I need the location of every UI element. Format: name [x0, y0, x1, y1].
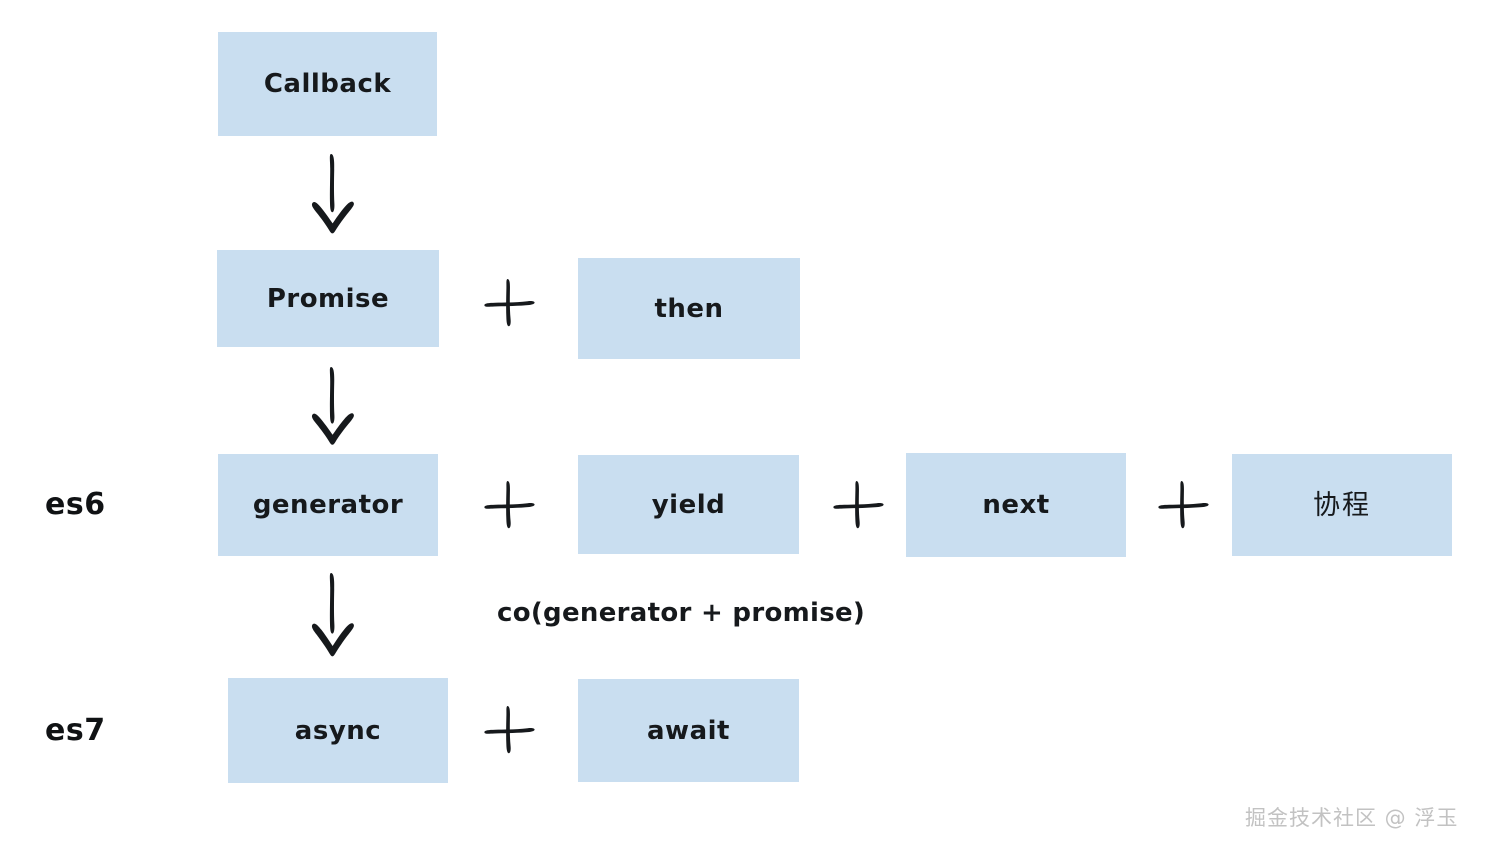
co-annotation: co(generator + promise)	[497, 598, 866, 628]
down-arrow-icon	[305, 570, 361, 660]
node-coroutine-label: 协程	[1313, 489, 1371, 521]
watermark: 掘金技术社区 @ 浮玉	[1245, 806, 1459, 830]
node-generator[interactable]: generator	[218, 454, 438, 556]
node-async-label: async	[294, 715, 382, 746]
plus-icon	[481, 275, 537, 331]
node-await[interactable]: await	[578, 679, 799, 782]
node-yield[interactable]: yield	[578, 455, 799, 554]
plus-icon	[481, 702, 537, 758]
node-async[interactable]: async	[228, 678, 448, 783]
down-arrow-icon	[305, 152, 361, 236]
node-callback-label: Callback	[263, 69, 392, 99]
down-arrow-icon	[305, 365, 361, 447]
node-next-label: next	[982, 490, 1050, 520]
node-coroutine[interactable]: 协程	[1232, 454, 1452, 556]
node-yield-label: yield	[651, 489, 726, 520]
row-label-es6: es6	[45, 487, 106, 522]
plus-icon	[481, 477, 537, 533]
node-then-label: then	[654, 293, 724, 324]
node-promise[interactable]: Promise	[217, 250, 439, 347]
node-await-label: await	[647, 715, 730, 746]
node-next[interactable]: next	[906, 453, 1126, 557]
node-promise-label: Promise	[266, 283, 390, 314]
plus-icon	[1155, 477, 1211, 533]
node-generator-label: generator	[252, 490, 404, 520]
node-then[interactable]: then	[578, 258, 800, 359]
row-label-es7: es7	[45, 713, 106, 748]
plus-icon	[830, 477, 886, 533]
node-callback[interactable]: Callback	[218, 32, 437, 136]
